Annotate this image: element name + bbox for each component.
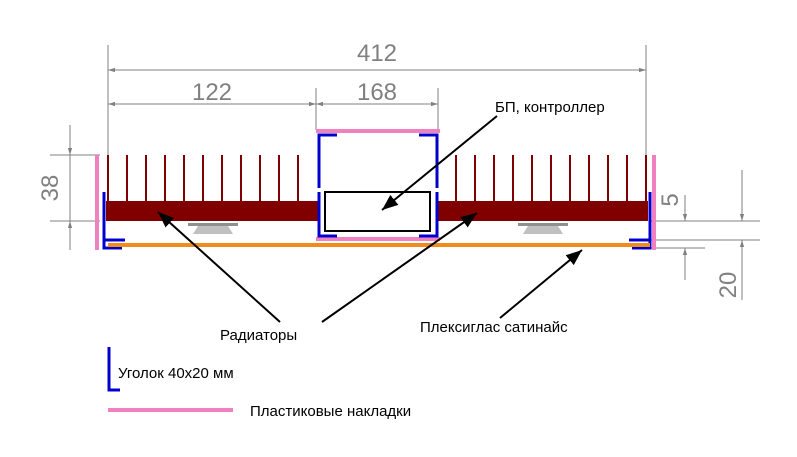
psu-controller-box <box>324 191 431 232</box>
leader-arrows <box>157 115 583 323</box>
label-radiators: Радиаторы <box>220 327 297 344</box>
dimension-base-thickness: 5 <box>657 193 684 206</box>
foot-left <box>188 223 238 234</box>
legend-angle-label: Уголок 40x20 мм <box>118 365 234 382</box>
legend-overlay-label: Пластиковые накладки <box>250 403 411 420</box>
dimension-lines <box>50 45 760 300</box>
angle-left <box>102 192 125 250</box>
dimension-radiator-width: 122 <box>192 79 232 106</box>
angle-right <box>629 192 652 250</box>
dimension-center-width: 168 <box>357 79 397 106</box>
dimension-gap: 20 <box>715 272 742 299</box>
label-psu: БП, контроллер <box>495 99 605 116</box>
psu-enclosure <box>316 129 440 241</box>
legend-angle-swatch <box>107 347 120 392</box>
radiator-right <box>436 155 648 221</box>
dimension-height: 38 <box>37 175 64 202</box>
radiator-left <box>106 155 318 221</box>
dimension-total-width: 412 <box>357 40 397 67</box>
label-plexiglass: Плексиглас сатинайс <box>420 319 568 336</box>
foot-right <box>518 223 568 234</box>
